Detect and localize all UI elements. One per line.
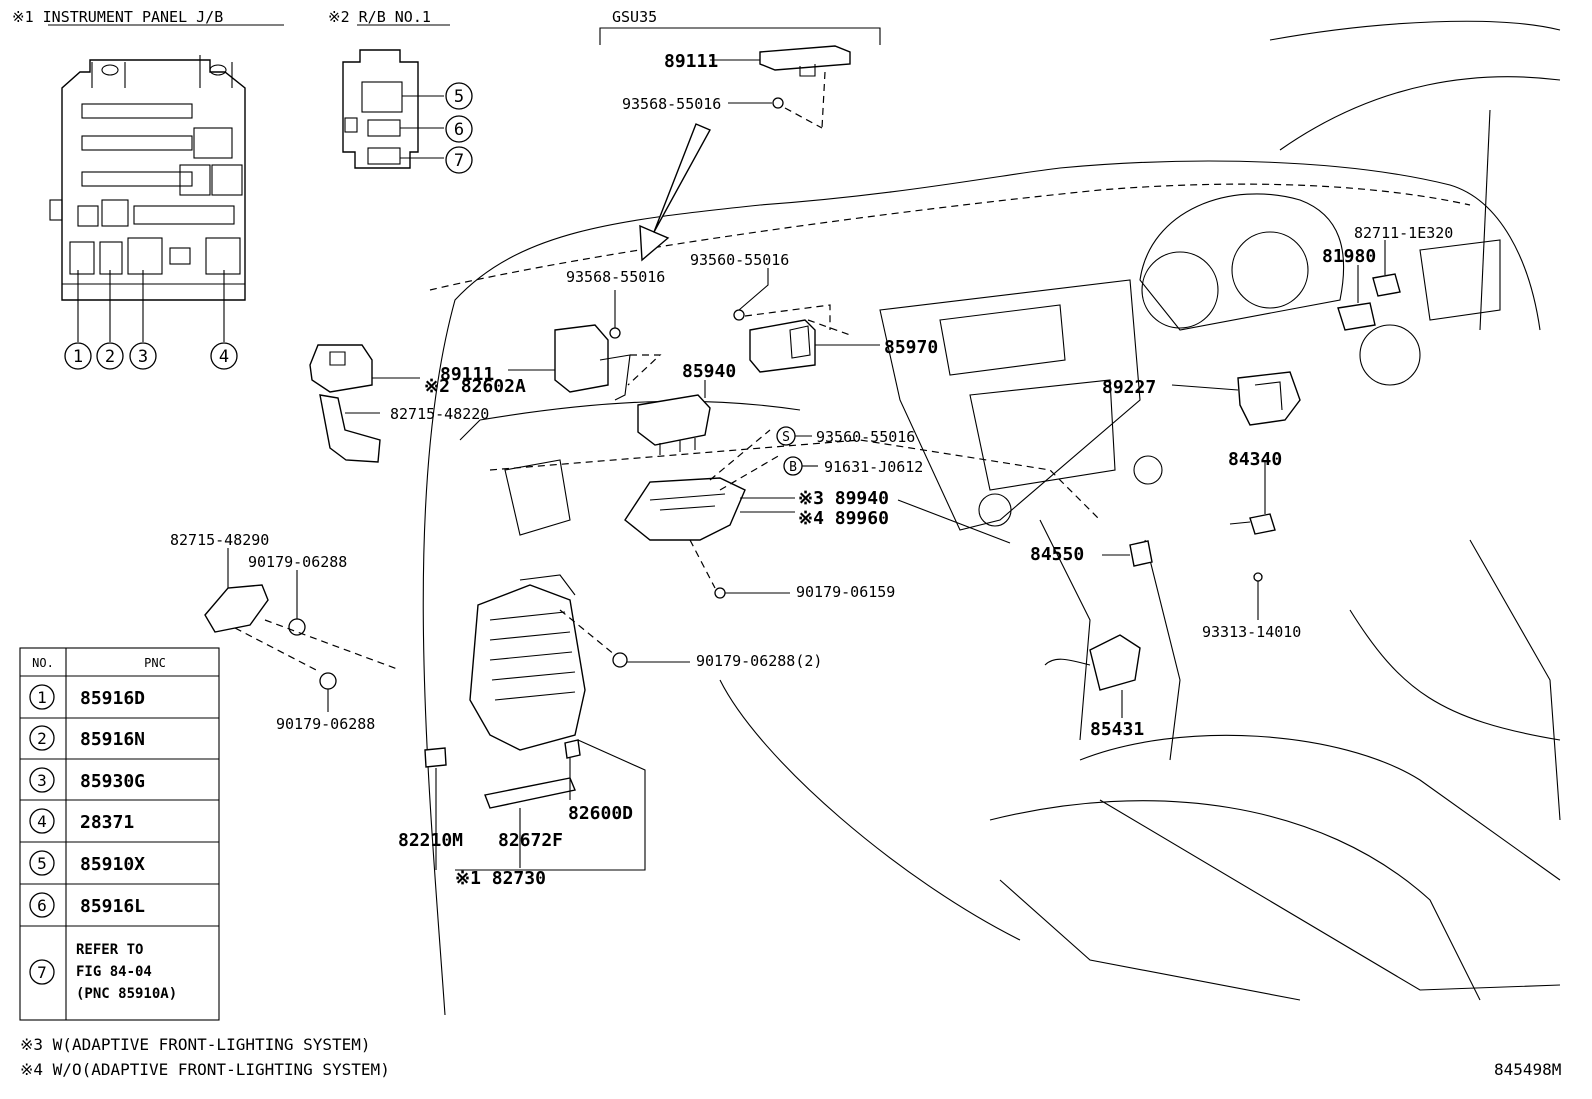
callout-4: 4: [210, 342, 238, 370]
label-82711-1e320: 82711-1E320: [1354, 224, 1453, 242]
part-82715-48290: [204, 584, 269, 633]
table-header-no: NO.: [32, 656, 54, 670]
label-82715-48290: 82715-48290: [170, 531, 269, 549]
rb-no1-drawing: [342, 49, 444, 169]
part-82602a: [309, 344, 373, 393]
instrument-panel-jb-drawing: [49, 55, 246, 301]
table-header-pnc: PNC: [144, 656, 166, 670]
callout-5: 5: [445, 82, 473, 110]
svg-text:1: 1: [73, 347, 83, 367]
table-row-pnc: 85930G: [80, 771, 145, 792]
svg-text:3: 3: [138, 347, 148, 367]
table-row-no: 6: [37, 896, 47, 915]
part-82730-assembly: [424, 574, 586, 809]
table-row-pnc: 85910X: [80, 854, 145, 875]
label-85940: 85940: [682, 361, 736, 382]
dashboard-outline: [422, 20, 1561, 1016]
callout-2: 2: [96, 342, 124, 370]
label-82602a: ※2 82602A: [424, 376, 526, 397]
part-89227: [1237, 371, 1301, 426]
callout-6: 6: [445, 115, 473, 143]
label-93560-55016-s: 93560-55016: [816, 428, 915, 446]
part-85970: [749, 319, 816, 373]
table-row-pnc-line: (PNC 85910A): [76, 986, 177, 1002]
label-82730: ※1 82730: [455, 868, 546, 889]
label-82600d: 82600D: [568, 803, 633, 824]
label-85970: 85970: [884, 337, 938, 358]
table-row-pnc: 28371: [80, 812, 134, 833]
part-82715-48220: [319, 394, 381, 463]
svg-text:5: 5: [454, 87, 464, 107]
table-row-no: 3: [37, 771, 47, 790]
badge-s: S: [776, 426, 796, 446]
label-89227: 89227: [1102, 377, 1156, 398]
table-row-no: 7: [37, 963, 47, 982]
label-84550: 84550: [1030, 544, 1084, 565]
callout-1: 1: [64, 342, 92, 370]
figure-id: 845498M: [1494, 1060, 1561, 1079]
label-93568-55016: 93568-55016: [566, 268, 665, 286]
label-91631-j0612: 91631-J0612: [824, 458, 923, 476]
part-84550: [1129, 540, 1153, 567]
pnc-table: NO. PNC 1 85916D 2 85916N 3 85930G 4 283…: [19, 647, 220, 1021]
label-90179-06159: 90179-06159: [796, 583, 895, 601]
part-85940: [637, 394, 711, 455]
footnote-wo-afs: ※4 W/O(ADAPTIVE FRONT-LIGHTING SYSTEM): [20, 1060, 390, 1079]
view-arrow: [639, 123, 711, 262]
label-93568-55016-top: 93568-55016: [622, 95, 721, 113]
part-89111: [554, 324, 631, 401]
label-82715-48220: 82715-48220: [390, 405, 489, 423]
svg-text:6: 6: [454, 120, 464, 140]
label-93313-14010: 93313-14010: [1202, 623, 1301, 641]
label-89111-top: 89111: [664, 51, 718, 72]
table-row-pnc: 85916N: [80, 729, 145, 750]
label-82672f: 82672F: [498, 830, 563, 851]
label-93560-55016: 93560-55016: [690, 251, 789, 269]
part-85431: [1044, 634, 1141, 691]
jb-title: ※1 INSTRUMENT PANEL J/B: [12, 8, 223, 26]
rb-title: ※2 R/B NO.1: [328, 8, 431, 26]
label-85431: 85431: [1090, 719, 1144, 740]
label-82210m: 82210M: [398, 830, 463, 851]
label-90179-06288-b: 90179-06288: [276, 715, 375, 733]
part-82711-1e320: [1372, 273, 1401, 297]
label-81980: 81980: [1322, 246, 1376, 267]
table-row-pnc-line: FIG 84-04: [76, 964, 152, 980]
part-89111-top: [759, 45, 851, 77]
label-90179-06288-a: 90179-06288: [248, 553, 347, 571]
part-84340: [1229, 513, 1276, 535]
table-row-no: 4: [37, 812, 47, 831]
label-89940: ※3 89940: [798, 488, 889, 509]
table-row-pnc-line: REFER TO: [76, 942, 143, 958]
svg-text:7: 7: [454, 151, 464, 171]
svg-text:4: 4: [219, 347, 229, 367]
label-90179-06288-2: 90179-06288(2): [696, 652, 822, 670]
svg-text:S: S: [782, 430, 790, 445]
table-row-no: 2: [37, 729, 47, 748]
svg-text:B: B: [789, 460, 797, 475]
table-row-pnc: 85916L: [80, 896, 145, 917]
table-row-no: 5: [37, 854, 47, 873]
label-89960: ※4 89960: [798, 508, 889, 529]
label-89111: 89111: [440, 364, 494, 385]
callout-3: 3: [129, 342, 157, 370]
part-81980: [1337, 302, 1376, 331]
gsu35-title: GSU35: [612, 8, 657, 26]
table-row-pnc: 85916D: [80, 688, 145, 709]
part-89940: [624, 477, 746, 541]
badge-b: B: [783, 456, 803, 476]
table-row-no: 1: [37, 688, 47, 707]
callout-7: 7: [445, 146, 473, 174]
footnote-w-afs: ※3 W(ADAPTIVE FRONT-LIGHTING SYSTEM): [20, 1035, 371, 1054]
label-84340: 84340: [1228, 449, 1282, 470]
svg-text:2: 2: [105, 347, 115, 367]
